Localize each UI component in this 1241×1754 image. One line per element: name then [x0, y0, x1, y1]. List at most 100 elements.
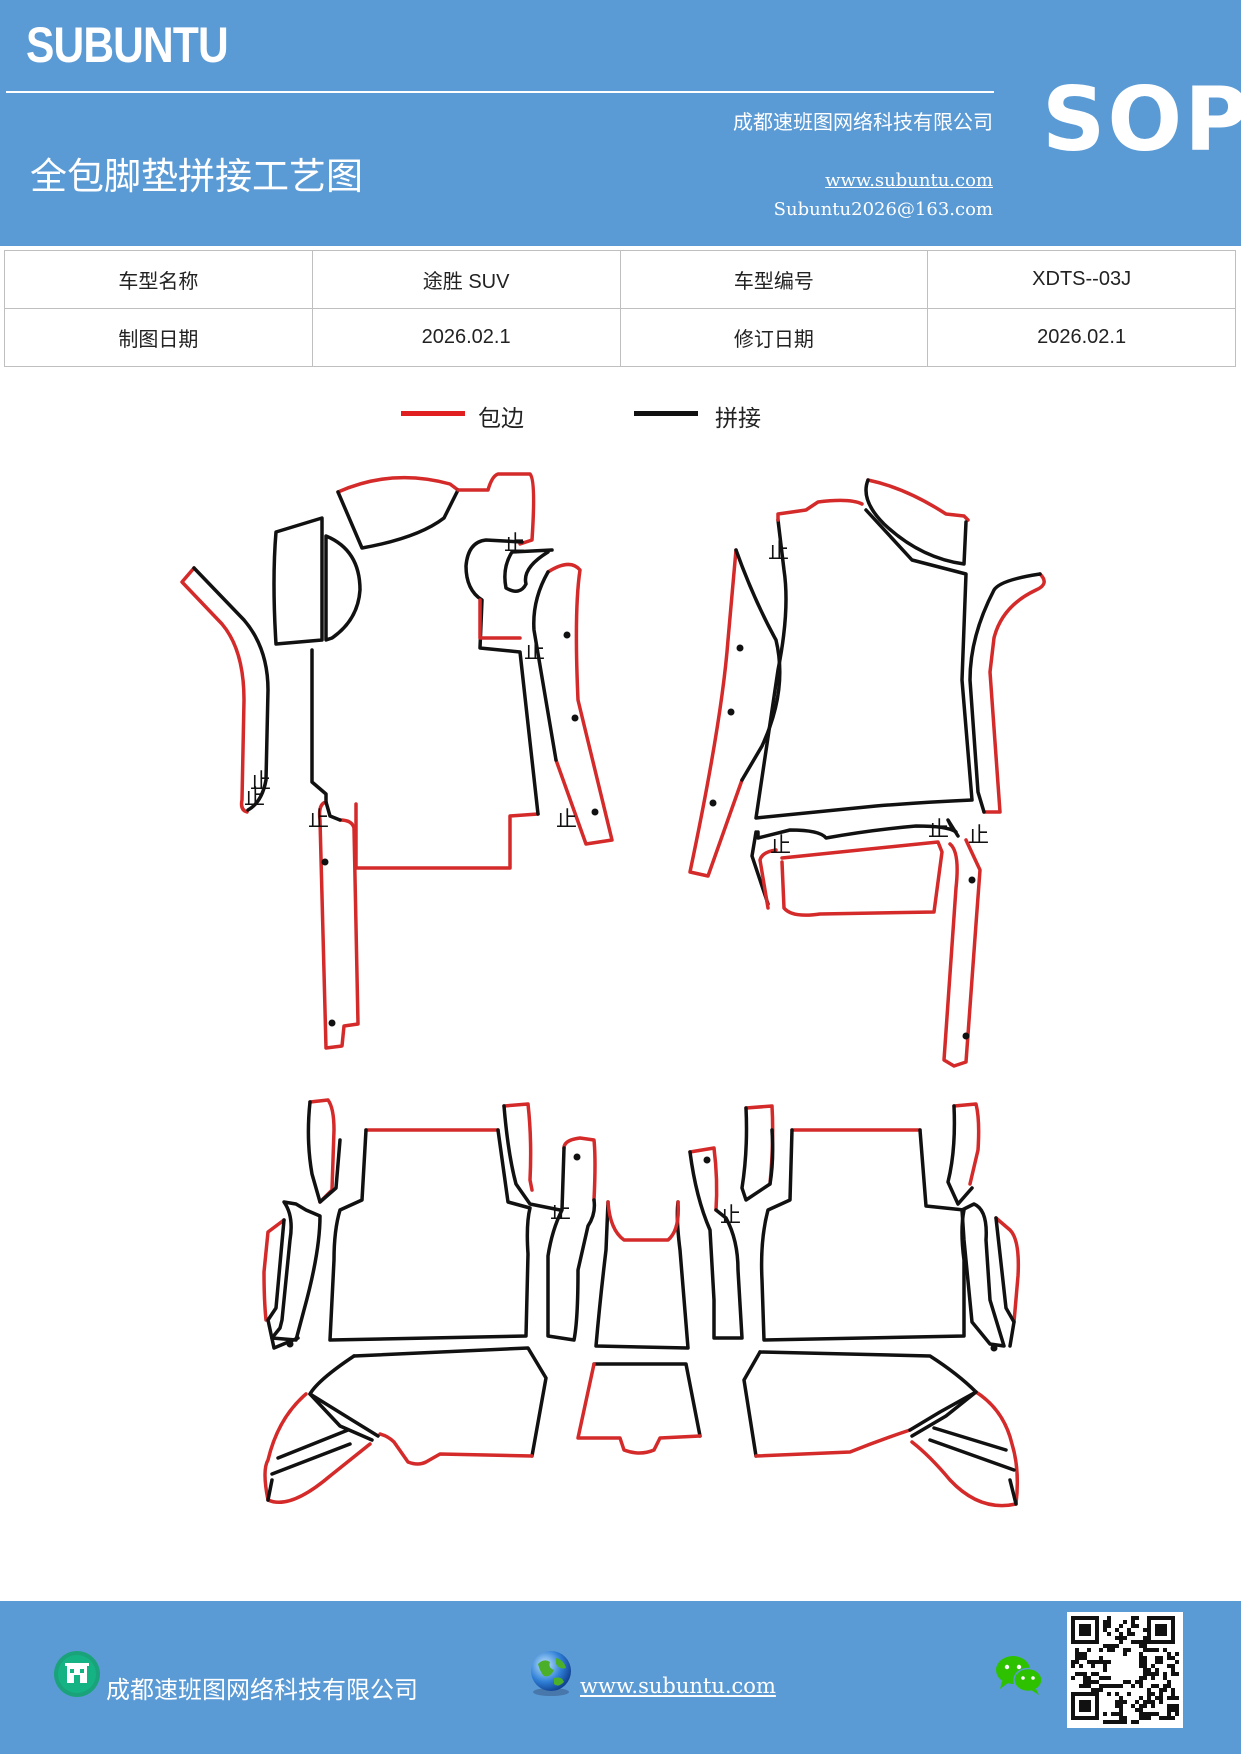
vehicle-info-table: 车型名称 途胜 SUV 车型编号 XDTS--03J 制图日期 2026.02.…	[4, 250, 1236, 367]
legend-swatch-seam	[634, 411, 698, 416]
mat-edge-bc-right-strip	[688, 1146, 719, 1212]
mat-seam-front-right-strip	[503, 548, 554, 593]
stop-mark: 止	[504, 531, 525, 555]
mat-seam-br-wedge	[910, 1390, 1018, 1506]
mat-edge-rear-main-top	[776, 498, 864, 522]
mat-edge-front-notch	[456, 472, 536, 546]
mat-seam-br-side-strip	[960, 1202, 1006, 1348]
mat-edge-rear-lower-strip	[942, 838, 982, 1068]
brand-logo: SUBUNTU	[26, 17, 229, 73]
mat-seam-br-tall-left	[740, 1106, 775, 1202]
mat-seam-bc-right-strip	[688, 1150, 744, 1340]
mat-edge-rear-left-strip	[688, 548, 744, 878]
stop-mark: 止	[524, 639, 545, 663]
mat-edge-br-side-outer	[994, 1216, 1021, 1324]
mat-edge-bc-top	[606, 1200, 681, 1242]
marker-dot	[736, 644, 744, 652]
mat-seam-br-lower	[742, 1350, 762, 1458]
mat-edge-br-tall-left	[744, 1104, 775, 1186]
stop-mark: 止	[550, 1199, 571, 1223]
mat-seam-bl-main	[328, 1128, 532, 1342]
mat-edge-rear-right-strip	[982, 572, 1046, 814]
stop-mark: 止	[720, 1203, 741, 1227]
table-cell-value: XDTS--03J	[927, 250, 1236, 309]
stop-mark: 止	[244, 785, 265, 809]
table-cell-value: 途胜 SUV	[311, 250, 621, 309]
mat-seam-front-left-panel-2	[324, 534, 362, 642]
header-website-link[interactable]: www.subuntu.com	[825, 170, 993, 191]
marker-dot	[968, 876, 976, 884]
mat-seam-front-right-strip-2	[532, 570, 558, 762]
sop-badge: SOP	[1042, 68, 1241, 171]
footer-website-link[interactable]: www.subuntu.com	[580, 1674, 776, 1698]
mat-seam-front-lower-strip	[324, 800, 342, 822]
mat-seam-br-right-strip	[946, 1104, 974, 1206]
mat-seam-bl-mid-strip	[546, 1146, 597, 1342]
mat-edge-front-right-strip	[546, 562, 614, 846]
mat-seam-br-side-inner	[994, 1216, 1016, 1348]
legend-swatch-edge	[401, 411, 465, 416]
document-title: 全包脚垫拼接工艺图	[30, 155, 363, 198]
marker-dot	[328, 1019, 336, 1027]
qr-code[interactable]	[1067, 1612, 1183, 1728]
marker-dot	[591, 808, 599, 816]
mat-edge-rear-top-panel	[866, 478, 970, 522]
page-footer: 成都速班图网络科技有限公司 www.subuntu.com	[0, 1601, 1241, 1754]
table-cell-label: 修订日期	[619, 308, 929, 367]
mat-seam-bl-wedge	[266, 1392, 374, 1502]
marker-dot	[573, 1153, 581, 1161]
mat-seam-front-left-panel	[272, 516, 324, 646]
table-cell-label: 车型名称	[4, 250, 313, 309]
mat-seam-bl-lower-2	[308, 1354, 380, 1438]
table-cell-value: 2026.02.1	[311, 308, 621, 367]
header-divider	[6, 91, 994, 93]
mat-edge-bc-lower	[576, 1362, 702, 1455]
diagram-legend: 包边 拼接	[0, 397, 1241, 437]
building-icon	[54, 1651, 100, 1697]
mat-seam-bl-right-strip	[502, 1104, 562, 1212]
marker-dot	[990, 1344, 998, 1352]
mat-seam-rear-lower-bar	[756, 818, 960, 840]
mat-seam-front-left-strip	[192, 566, 270, 812]
mat-edge-bl-tall-left	[308, 1098, 336, 1204]
mat-seam-bc-lower	[592, 1362, 702, 1438]
mat-seam-bl-side-inner	[266, 1218, 300, 1350]
mat-edge-rear-tray	[780, 840, 944, 917]
stop-mark: 止	[968, 823, 989, 847]
mat-edge-front-top-panel	[336, 475, 460, 494]
header-company-name: 成都速班图网络科技有限公司	[733, 110, 993, 134]
marker-dot	[321, 858, 329, 866]
table-row: 车型名称 途胜 SUV 车型编号 XDTS--03J	[4, 250, 1236, 309]
mat-edge-front-main-bottom	[354, 802, 540, 870]
marker-dot	[571, 714, 579, 722]
mat-seam-bl-tall-left	[306, 1100, 342, 1204]
marker-dot	[563, 631, 571, 639]
mat-seam-bl-side-strip	[270, 1200, 322, 1342]
mat-seam-front-main-right	[464, 538, 540, 816]
stop-mark: 止	[768, 539, 789, 563]
marker-dot	[703, 1156, 711, 1164]
floor-mat-diagram: 止 止 止 止 止 止 止 止 止 止 止 止	[180, 472, 1046, 1508]
mat-seam-bl-lower	[352, 1346, 548, 1458]
mat-seam-rear-main	[754, 508, 974, 820]
mat-seam-rear-right-strip	[968, 572, 1042, 814]
mat-edge-front-left-strip	[180, 566, 249, 814]
mat-seam-front-main	[310, 648, 328, 804]
table-row: 制图日期 2026.02.1 修订日期 2026.02.1	[4, 308, 1236, 367]
header-email: Subuntu2026@163.com	[773, 199, 993, 220]
marker-dot	[709, 799, 717, 807]
globe-icon	[531, 1651, 571, 1696]
legend-label-seam: 拼接	[715, 406, 761, 432]
mat-edge-bl-lower	[378, 1432, 534, 1466]
mat-seam-front-top-panel	[336, 488, 460, 550]
table-cell-value: 2026.02.1	[927, 308, 1236, 367]
footer-company-name: 成都速班图网络科技有限公司	[106, 1676, 418, 1704]
mat-edge-front-main-notch	[478, 598, 522, 640]
mat-seam-rear-bar-left	[750, 830, 770, 906]
mat-edge-bl-mid-strip	[562, 1136, 597, 1202]
mat-seam-rear-left-strip	[734, 548, 782, 782]
marker-dot	[727, 708, 735, 716]
table-cell-label: 车型编号	[619, 250, 929, 309]
stop-mark: 止	[770, 833, 791, 857]
wechat-icon[interactable]	[994, 1653, 1044, 1697]
